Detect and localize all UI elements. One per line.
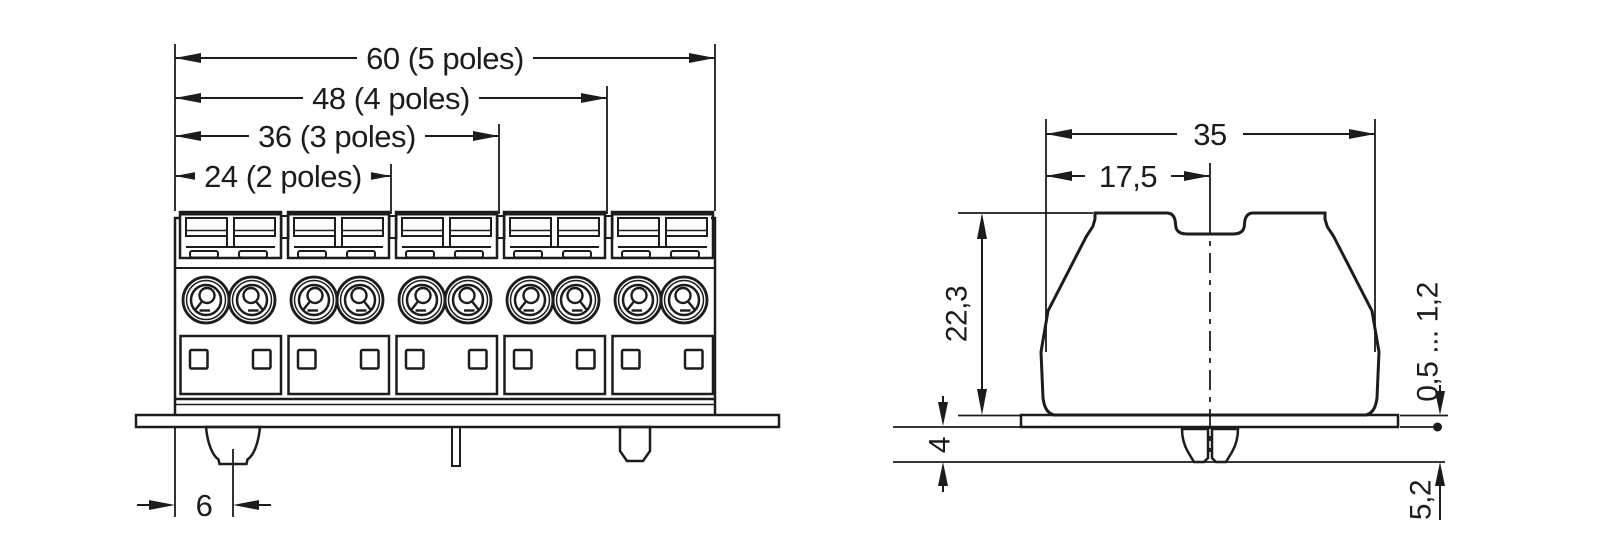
dim-22-3-label: 22,3 bbox=[941, 286, 974, 342]
dim-6-foot-offset: 6 bbox=[137, 427, 271, 523]
snap-foot-left bbox=[204, 425, 262, 466]
dim-17-5-label: 17,5 bbox=[1099, 159, 1157, 194]
pole-2 bbox=[286, 210, 391, 396]
side-view: 35 17,5 22,3 bbox=[893, 117, 1448, 520]
dim-48-label: 48 (4 poles) bbox=[312, 81, 470, 116]
front-width-dimensions: 60 (5 poles) 48 (4 poles) 36 (3 poles) bbox=[174, 41, 716, 214]
pole-gap-piece bbox=[604, 215, 614, 239]
mounting-panel-side bbox=[1019, 413, 1400, 464]
dim-17-5-center: 17,5 bbox=[1046, 159, 1210, 194]
dim-5-2-label: 5,2 bbox=[1405, 480, 1438, 520]
dim-60-label: 60 (5 poles) bbox=[366, 41, 524, 76]
pole-3 bbox=[394, 210, 499, 396]
pole-5 bbox=[610, 210, 715, 396]
snap-foot-right bbox=[618, 425, 652, 463]
dim-22-3-height: 22,3 bbox=[941, 212, 1093, 417]
front-view: 60 (5 poles) 48 (4 poles) 36 (3 poles) bbox=[134, 41, 781, 523]
pole-gap-piece bbox=[496, 215, 506, 239]
pole-gap-piece bbox=[280, 215, 290, 239]
snap-wedge-left bbox=[1180, 427, 1210, 464]
panel-front bbox=[134, 413, 781, 429]
dim-5-2-protrusion: 5,2 bbox=[1405, 462, 1445, 520]
dim-4-label: 4 bbox=[924, 437, 957, 453]
dim-4-foot-length: 4 bbox=[893, 396, 1445, 492]
snap-wedge-right bbox=[1210, 427, 1240, 464]
dim-reference-dot bbox=[1433, 422, 1442, 432]
dim-6-label: 6 bbox=[196, 488, 213, 523]
mounting-panel-front bbox=[134, 413, 781, 467]
side-dimensions-top: 35 17,5 bbox=[1045, 117, 1376, 352]
dim-35-label: 35 bbox=[1193, 117, 1226, 152]
housing-profile bbox=[1039, 211, 1381, 417]
terminal-block-side-body bbox=[1039, 211, 1381, 452]
dim-panel-thickness: 0,5 ... 1,2 bbox=[1400, 282, 1448, 432]
panel-side bbox=[1019, 413, 1400, 429]
body-left-edge bbox=[173, 216, 180, 415]
pole-1 bbox=[178, 210, 283, 396]
pole-gap-piece bbox=[388, 215, 398, 239]
terminal-block-front-body bbox=[173, 210, 717, 415]
dim-panel-thickness-label: 0,5 ... 1,2 bbox=[1412, 282, 1445, 402]
dim-24-2-poles: 24 (2 poles) bbox=[175, 159, 391, 194]
dim-35-depth: 35 bbox=[1046, 117, 1375, 152]
solder-pin-front bbox=[451, 426, 461, 467]
dim-48-4-poles: 48 (4 poles) bbox=[175, 81, 607, 116]
dim-36-3-poles: 36 (3 poles) bbox=[175, 119, 499, 154]
dim-60-5-poles: 60 (5 poles) bbox=[175, 41, 715, 76]
dim-24-label: 24 (2 poles) bbox=[204, 159, 362, 194]
dim-36-label: 36 (3 poles) bbox=[258, 119, 416, 154]
pole-4 bbox=[502, 210, 607, 396]
